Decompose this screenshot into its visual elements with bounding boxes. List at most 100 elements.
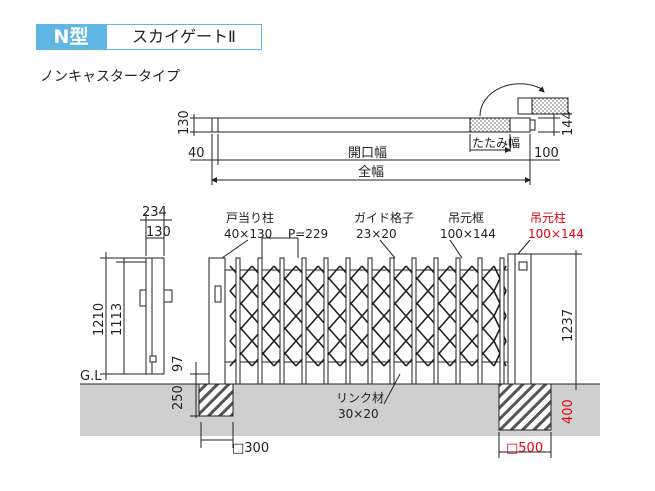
guide-bar <box>279 257 285 385</box>
end-post-size: 40×130 <box>224 227 272 241</box>
plan-folded-area <box>469 117 511 133</box>
plan-right-dim: 100 <box>534 146 559 161</box>
guide-size: 23×20 <box>356 227 397 241</box>
lattice-link <box>273 265 297 292</box>
lattice-link <box>251 340 275 367</box>
embed-depth-right: 400 <box>561 399 576 424</box>
lattice-link <box>251 265 275 292</box>
guide-bar <box>367 257 373 385</box>
guide-bar <box>455 257 461 385</box>
guide-bar <box>257 257 263 385</box>
lattice-link <box>427 265 451 292</box>
hanging-post-size: 100×144 <box>528 227 584 241</box>
foundation-left <box>198 383 234 417</box>
height-inner: 1113 <box>110 303 125 336</box>
lattice-crosses <box>229 265 507 367</box>
lattice-link <box>405 290 429 317</box>
subtitle: ノンキャスタータイプ <box>40 69 180 85</box>
lattice-link <box>273 315 297 342</box>
plan-swing-arc <box>479 83 545 117</box>
lattice-link <box>295 290 319 317</box>
end-post-label: 戸当り柱 <box>226 210 274 225</box>
lattice-link <box>471 340 495 367</box>
lattice-link <box>295 340 319 367</box>
plan-hanging-post <box>509 117 531 133</box>
plan-total-width: 全幅 <box>358 164 384 180</box>
lattice-link <box>449 340 473 367</box>
plan-left-dim: 40 <box>188 146 205 161</box>
plan-hinge <box>529 119 536 131</box>
guide-bar <box>499 257 505 385</box>
plan-rotated-folded <box>531 97 569 115</box>
side-width-outer: 234 <box>142 205 167 220</box>
clearance-dim: 97 <box>171 355 186 372</box>
lattice-link <box>251 315 275 342</box>
hanging-post-height: 1237 <box>561 309 576 342</box>
lattice-link <box>317 265 341 292</box>
lattice-link <box>361 340 385 367</box>
hanging-frame-label: 吊元框 <box>448 211 484 225</box>
plan-end-post <box>211 117 219 133</box>
lattice-link <box>229 290 253 317</box>
plan-rotated-post <box>517 97 533 115</box>
side-post <box>145 257 165 375</box>
lattice-link <box>317 340 341 367</box>
lattice-link <box>339 290 363 317</box>
hanging-post-label: 吊元柱 <box>530 210 566 225</box>
hanging-frame-size: 100×144 <box>440 227 496 241</box>
guide-bar <box>323 257 329 385</box>
lattice-link <box>229 340 253 367</box>
foundation-right <box>498 383 552 431</box>
link-size: 30×20 <box>338 407 379 421</box>
end-post <box>208 257 226 385</box>
lattice-link <box>427 340 451 367</box>
lattice-link <box>361 290 385 317</box>
guide-bars <box>235 257 505 385</box>
lattice-link <box>317 290 341 317</box>
lattice-link <box>383 315 407 342</box>
foundation-right-label: □500 <box>506 441 543 456</box>
lattice-link <box>405 315 429 342</box>
lattice-link <box>383 340 407 367</box>
link-label: リンク材 <box>336 391 384 405</box>
foundation-left-label: □300 <box>232 441 269 456</box>
lattice-link <box>471 315 495 342</box>
plan-folded-width: たたみ幅 <box>472 135 520 150</box>
lattice-link <box>339 315 363 342</box>
plan-gate-bar <box>211 117 471 133</box>
guide-bar <box>235 257 241 385</box>
pitch-label: P=229 <box>288 227 328 241</box>
lattice-link <box>449 315 473 342</box>
lattice-link <box>405 340 429 367</box>
plan-opening-width: 開口幅 <box>348 146 387 161</box>
lattice-link <box>295 265 319 292</box>
type-badge: N型 <box>36 24 106 50</box>
lattice-link <box>427 290 451 317</box>
lattice-link <box>229 265 253 292</box>
guide-bar <box>477 257 483 385</box>
plan-post-dim: 144 <box>561 111 576 136</box>
guide-bar <box>301 257 307 385</box>
plan-view <box>190 83 569 185</box>
lattice-link <box>229 315 253 342</box>
guide-bar <box>411 257 417 385</box>
lattice-link <box>449 265 473 292</box>
lattice-link <box>471 265 495 292</box>
plan-height-dim: 130 <box>177 110 192 135</box>
lattice-link <box>339 265 363 292</box>
hanging-post <box>514 253 532 385</box>
guide-bar <box>345 257 351 385</box>
lattice-link <box>427 315 451 342</box>
side-width-inner: 130 <box>146 225 171 240</box>
lattice-link <box>317 315 341 342</box>
lattice-link <box>361 265 385 292</box>
lattice-link <box>449 290 473 317</box>
product-name: スカイゲートⅡ <box>106 24 262 50</box>
lattice-link <box>361 315 385 342</box>
guide-bar <box>433 257 439 385</box>
elevation-view <box>100 214 582 458</box>
lattice-link <box>471 290 495 317</box>
lattice-link <box>383 290 407 317</box>
lattice-link <box>295 315 319 342</box>
ground-label: G.L <box>80 369 102 384</box>
